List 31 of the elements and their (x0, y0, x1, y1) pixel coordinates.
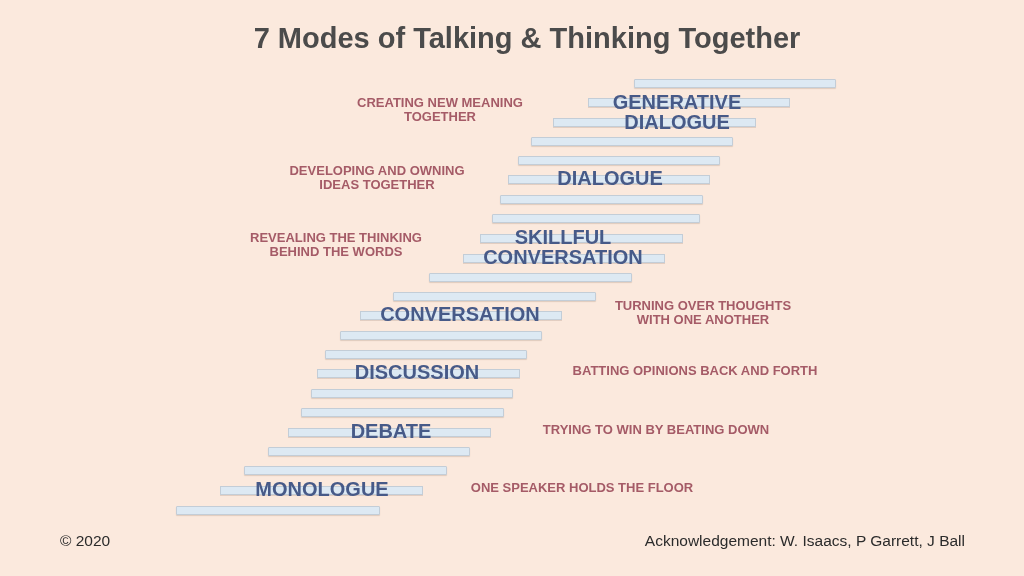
mode-description: CREATING NEW MEANING TOGETHER (356, 96, 524, 124)
labeled-step: DIALOGUE (508, 168, 710, 188)
diagram-title: 7 Modes of Talking & Thinking Together (253, 21, 801, 56)
step-bar (340, 330, 542, 340)
mode-description: ONE SPEAKER HOLDS THE FLOOR (470, 481, 694, 495)
labeled-step: CONVERSATION (360, 304, 562, 324)
labeled-step: MONOLOGUE (220, 479, 423, 499)
mode-description: TRYING TO WIN BY BEATING DOWN (542, 423, 770, 437)
labeled-step: DISCUSSION (317, 362, 520, 382)
step-bar (634, 78, 836, 88)
credits-note: Acknowledgement: W. Isaacs, P Garrett, J Ball (644, 531, 965, 551)
step-bar (429, 272, 632, 282)
step-bar (531, 136, 733, 146)
step-bar (176, 505, 380, 515)
step-bar (393, 291, 596, 301)
step-bar (301, 407, 504, 417)
mode-description: TURNING OVER THOUGHTS WITH ONE ANOTHER (613, 299, 793, 327)
step-bar (500, 194, 703, 204)
mode-description: REVEALING THE THINKING BEHIND THE WORDS (249, 231, 423, 259)
step-bar (311, 388, 513, 398)
copyright-note: © 2020 (60, 531, 111, 551)
step-bar (492, 213, 700, 223)
step-bar (518, 155, 720, 165)
mode-description: BATTING OPINIONS BACK AND FORTH (572, 364, 818, 378)
step-bar (325, 349, 527, 359)
labeled-step: GENERATIVE DIALOGUE (553, 92, 790, 132)
step-bar (268, 446, 470, 456)
labeled-step: DEBATE (288, 421, 491, 441)
labeled-step: SKILLFUL CONVERSATION (463, 227, 683, 267)
step-bar (244, 465, 447, 475)
mode-description: DEVELOPING AND OWNING IDEAS TOGETHER (288, 164, 466, 192)
